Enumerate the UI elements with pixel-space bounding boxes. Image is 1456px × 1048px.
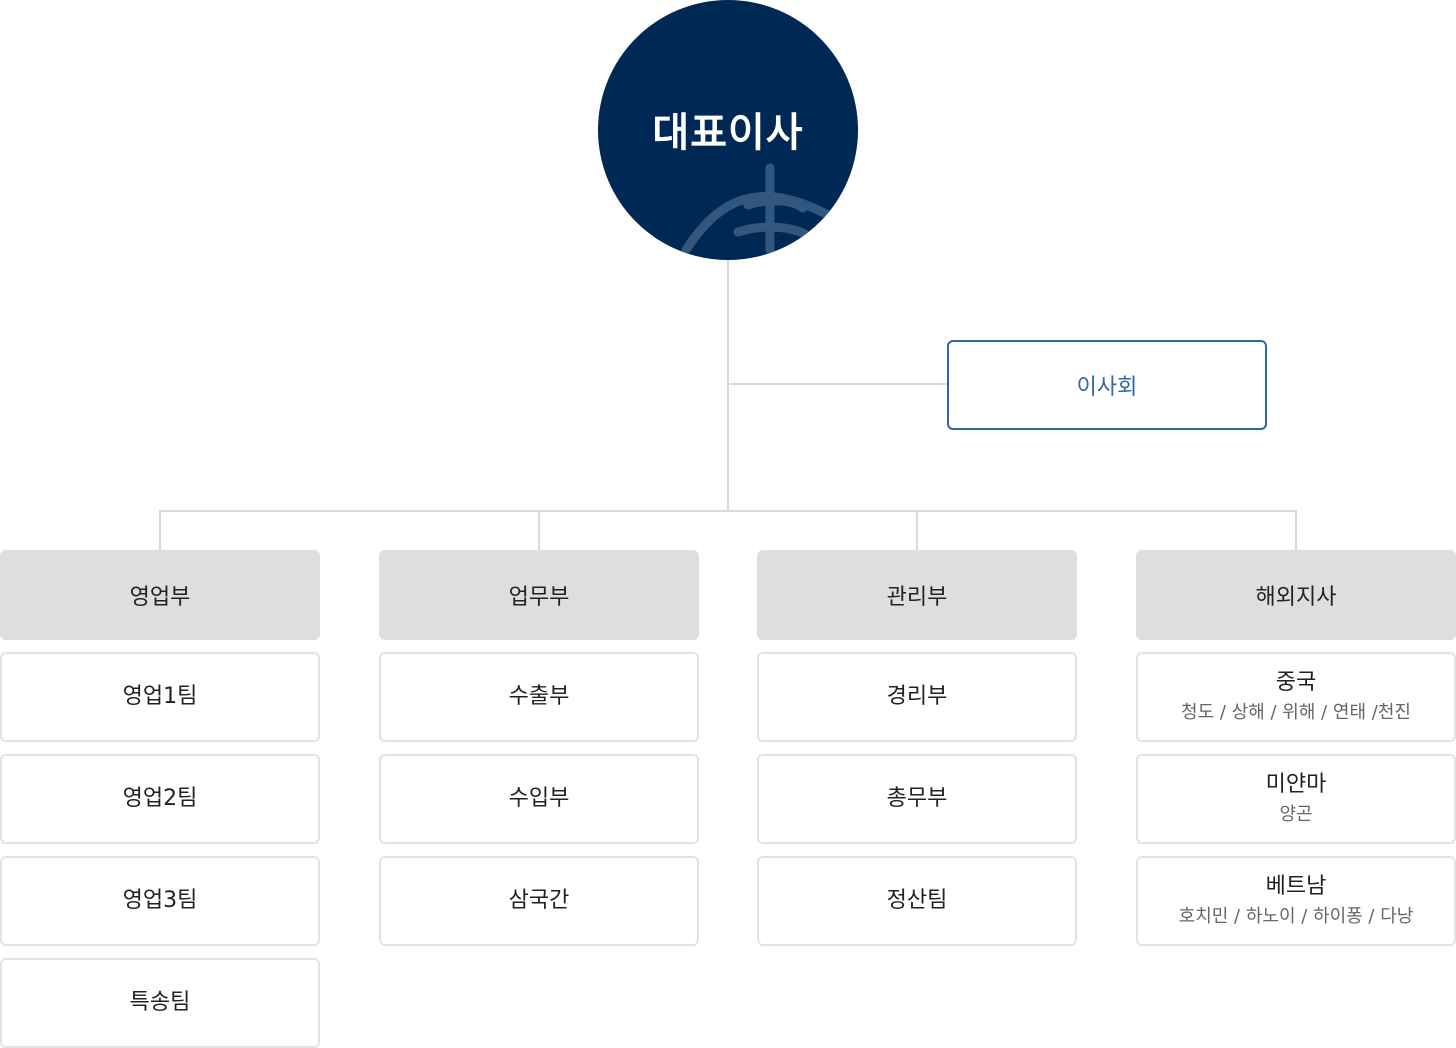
branch-name: 중국 [1275,670,1317,695]
branch-name: 베트남 [1265,874,1327,899]
department-operations: 업무부 수출부 수입부 삼국간 [379,550,699,946]
connector-dept-4 [1295,510,1297,550]
department-name: 업무부 [508,585,570,610]
team-box: 영업3팀 [0,856,320,946]
team-box: 특송팀 [0,958,320,1048]
team-box: 영업2팀 [0,754,320,844]
team-box: 수출부 [379,652,699,742]
department-header: 영업부 [0,550,320,640]
team-box: 수입부 [379,754,699,844]
team-name: 삼국간 [508,888,570,913]
team-box: 삼국간 [379,856,699,946]
team-name: 영업3팀 [122,888,198,913]
branch-box: 베트남 호치민 / 하노이 / 하이퐁 / 다낭 [1136,856,1456,946]
connector-ceo-vertical [727,260,729,512]
team-box: 영업1팀 [0,652,320,742]
team-box: 총무부 [757,754,1077,844]
department-sales: 영업부 영업1팀 영업2팀 영업3팀 특송팀 [0,550,320,1048]
department-name: 영업부 [129,585,191,610]
branch-box: 중국 청도 / 상해 / 위해 / 연태 /천진 [1136,652,1456,742]
connector-board-horizontal [729,383,947,385]
team-name: 총무부 [886,786,948,811]
branch-cities: 양곤 [1279,804,1313,825]
connector-dept-3 [916,510,918,550]
department-header: 업무부 [379,550,699,640]
team-name: 경리부 [886,684,948,709]
team-name: 수출부 [508,684,570,709]
branch-cities: 호치민 / 하노이 / 하이퐁 / 다낭 [1178,906,1414,927]
department-name: 관리부 [886,585,948,610]
branch-name: 미얀마 [1265,772,1327,797]
connector-dept-2 [538,510,540,550]
wave-emblem-icon [681,163,833,255]
department-header: 관리부 [757,550,1077,640]
department-name: 해외지사 [1255,585,1337,610]
department-header: 해외지사 [1136,550,1456,640]
team-box: 정산팀 [757,856,1077,946]
connector-departments-horizontal [159,510,1297,512]
team-name: 수입부 [508,786,570,811]
team-name: 영업2팀 [122,786,198,811]
team-box: 경리부 [757,652,1077,742]
department-management: 관리부 경리부 총무부 정산팀 [757,550,1077,946]
ceo-node: 대표이사 [598,0,858,260]
ceo-title: 대표이사 [652,110,804,156]
connector-dept-1 [159,510,161,550]
team-name: 특송팀 [129,990,191,1015]
team-name: 정산팀 [886,888,948,913]
department-overseas: 해외지사 중국 청도 / 상해 / 위해 / 연태 /천진 미얀마 양곤 베트남… [1136,550,1456,946]
branch-box: 미얀마 양곤 [1136,754,1456,844]
branch-cities: 청도 / 상해 / 위해 / 연태 /천진 [1181,702,1411,723]
board-label: 이사회 [1076,375,1138,400]
team-name: 영업1팀 [122,684,198,709]
board-node: 이사회 [947,340,1267,430]
